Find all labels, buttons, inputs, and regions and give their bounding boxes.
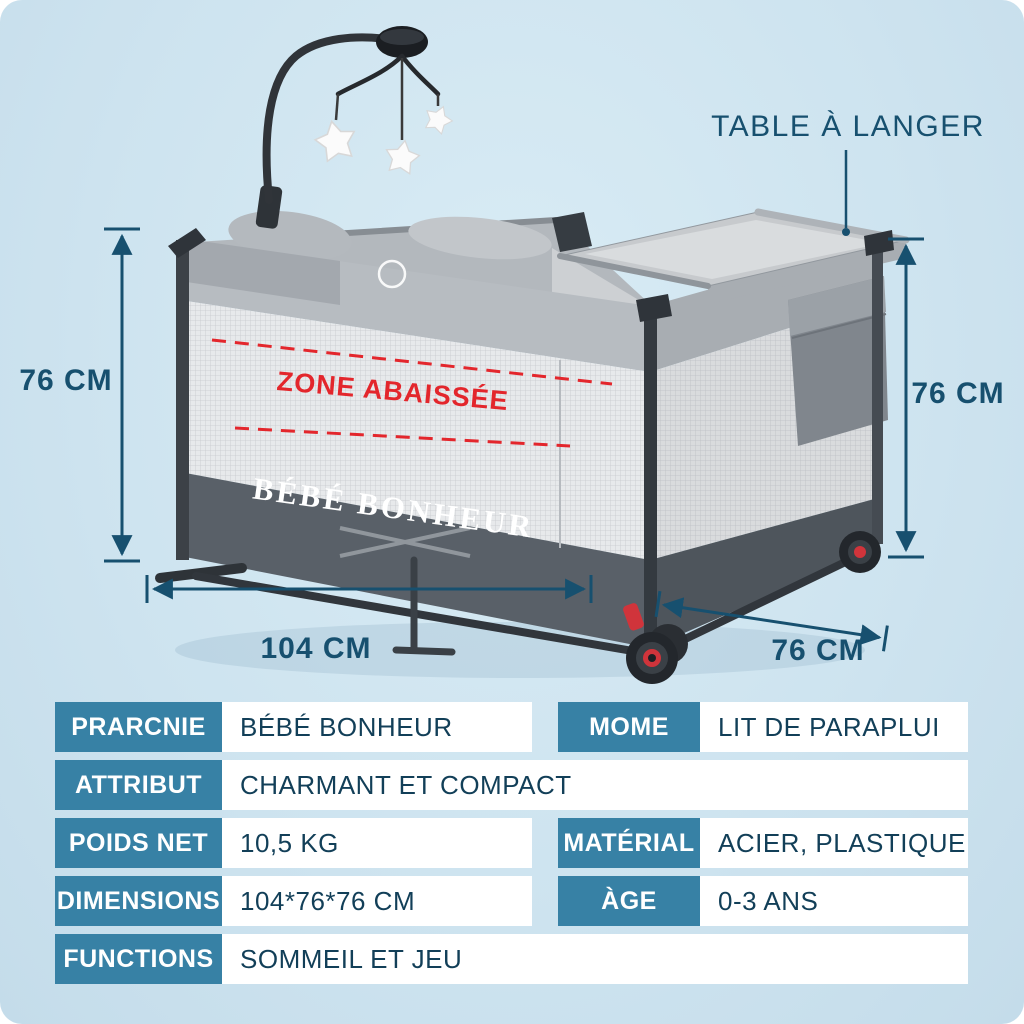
spec-row: FUNCTIONS SOMMEIL ET JEU <box>55 934 968 984</box>
spec-value-age: 0-3 ANS <box>700 876 968 926</box>
storage-pocket <box>788 276 888 446</box>
spec-value-attribute: CHARMANT ET COMPACT <box>222 760 968 810</box>
spec-label-age: ÀGE <box>558 876 700 926</box>
rear-caster-wheel <box>839 531 881 573</box>
rail-pad-middle <box>408 216 552 260</box>
changing-table-label: TABLE À LANGER <box>711 110 985 143</box>
spec-value-material: ACIER, PLASTIQUE <box>700 818 968 868</box>
dimension-height-right: 76 CM <box>888 237 1004 559</box>
spec-value-weight: 10,5 KG <box>222 818 532 868</box>
spec-row: PRARCNIE BÉBÉ BONHEUR MOME LIT DE PARAPL… <box>55 702 968 752</box>
height-right-label: 76 CM <box>911 377 1004 410</box>
dimension-depth: 76 CM <box>654 590 889 667</box>
spec-row: DIMENSIONS 104*76*76 CM ÀGE 0-3 ANS <box>55 876 968 926</box>
height-left-label: 76 CM <box>19 364 112 397</box>
spec-row: ATTRIBUT CHARMANT ET COMPACT <box>55 760 968 810</box>
mobile-arm <box>255 26 454 229</box>
spec-value-model: LIT DE PARAPLUI <box>700 702 968 752</box>
spec-value-dimensions: 104*76*76 CM <box>222 876 532 926</box>
spec-label-model: MOME <box>558 702 700 752</box>
changing-table <box>557 208 910 304</box>
spec-label-dimensions: DIMENSIONS <box>55 876 222 926</box>
crib-illustration: ZONE ABAISSÉE BÉBÉ BONHEUR <box>19 26 1004 684</box>
dimension-height-left: 76 CM <box>19 227 140 563</box>
spec-value-brand: BÉBÉ BONHEUR <box>222 702 532 752</box>
spec-label-functions: FUNCTIONS <box>55 934 222 984</box>
rail-ring-detail <box>377 259 407 289</box>
spec-label-attribute: ATTRIBUT <box>55 760 222 810</box>
depth-label: 76 CM <box>771 634 864 667</box>
spec-gap <box>532 818 558 868</box>
spec-gap <box>532 702 558 752</box>
spec-table: PRARCNIE BÉBÉ BONHEUR MOME LIT DE PARAPL… <box>55 702 968 992</box>
spec-label-material: MATÉRIAL <box>558 818 700 868</box>
star-toy <box>313 119 356 163</box>
dimension-length: 104 CM <box>145 575 593 665</box>
spec-label-brand: PRARCNIE <box>55 702 222 752</box>
length-label: 104 CM <box>260 632 371 665</box>
spec-label-weight: POIDS NET <box>55 818 222 868</box>
changing-table-callout: TABLE À LANGER <box>711 110 985 236</box>
star-toy <box>385 139 421 176</box>
folding-mechanism <box>339 526 471 558</box>
spec-gap <box>532 876 558 926</box>
star-toy <box>424 105 454 136</box>
crib-frame-posts <box>168 212 894 652</box>
spec-value-functions: SOMMEIL ET JEU <box>222 934 968 984</box>
spec-row: POIDS NET 10,5 KG MATÉRIAL ACIER, PLASTI… <box>55 818 968 868</box>
